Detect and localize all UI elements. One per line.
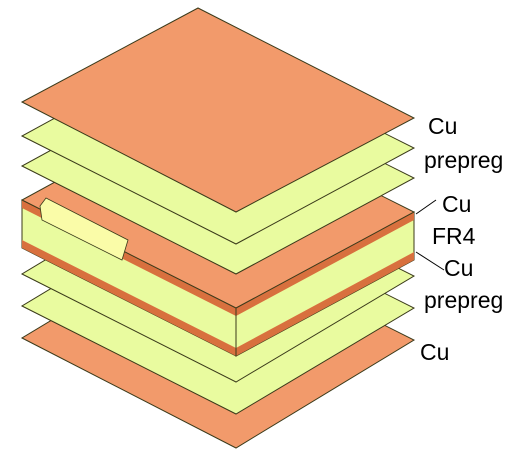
label-core-top-copper: Cu	[442, 191, 471, 217]
core-bottom-copper-stripe-front	[22, 240, 236, 356]
label-top-prepreg: prepreg	[424, 147, 503, 173]
core-top-copper-stripe-right	[236, 212, 414, 316]
label-core-fr4: FR4	[432, 223, 476, 249]
top-copper-sheet	[20, 7, 416, 213]
label-bottom-copper: Cu	[420, 339, 449, 365]
label-core-bottom-copper: Cu	[444, 255, 473, 281]
leader-core-top-copper	[415, 199, 437, 215]
core-bottom-copper-stripe-right	[236, 252, 414, 356]
label-top-copper: Cu	[428, 113, 457, 139]
core-cutaway-fr4	[39, 197, 129, 261]
leader-core-bottom-copper	[415, 251, 445, 271]
label-bottom-prepreg: prepreg	[424, 287, 503, 313]
